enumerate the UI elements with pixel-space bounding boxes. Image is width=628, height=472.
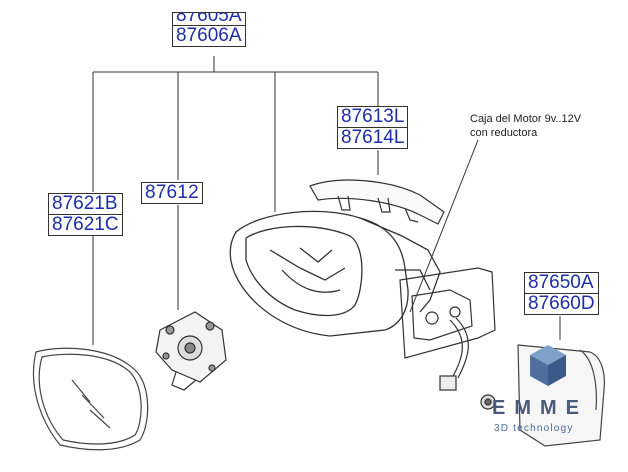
mirror-glass-part <box>32 347 149 451</box>
part-label-glass-2: 87621C <box>48 215 123 236</box>
part-label-actuator: 87612 <box>141 182 203 204</box>
annotation-line-1: Caja del Motor 9v..12V <box>470 113 582 125</box>
brand-tagline: 3D technology <box>494 423 574 434</box>
brand-logo-icon <box>530 345 566 386</box>
label-top-group: 87605A 87606A <box>172 12 246 47</box>
part-label-cap-2: 87660D <box>524 294 599 315</box>
part-label-cover-l: 87613L <box>337 106 409 128</box>
label-glass-group: 87621B 87621C <box>48 193 123 236</box>
part-label-top: 87606A <box>172 26 246 47</box>
motor-box-part <box>399 267 496 410</box>
part-label-cap-1: 87650A <box>524 272 599 294</box>
leader-lines <box>92 56 561 345</box>
motor-box-annotation: Caja del Motor 9v..12V con reductora <box>470 112 581 140</box>
label-cover-group: 87613L 87614L <box>337 106 409 149</box>
brand-watermark: EMME 3D technology <box>490 395 620 455</box>
annotation-line-2: con reductora <box>470 127 538 139</box>
part-label-cover-r: 87614L <box>337 128 409 149</box>
part-label-top-cut: 87605A <box>172 12 246 26</box>
mirror-housing-part <box>229 210 441 337</box>
part-label-glass-1: 87621B <box>48 193 123 215</box>
cover-strip-part <box>309 179 445 225</box>
actuator-motor-part <box>155 311 227 391</box>
label-cap-group: 87650A 87660D <box>524 272 599 315</box>
brand-name: EMME <box>492 397 588 419</box>
